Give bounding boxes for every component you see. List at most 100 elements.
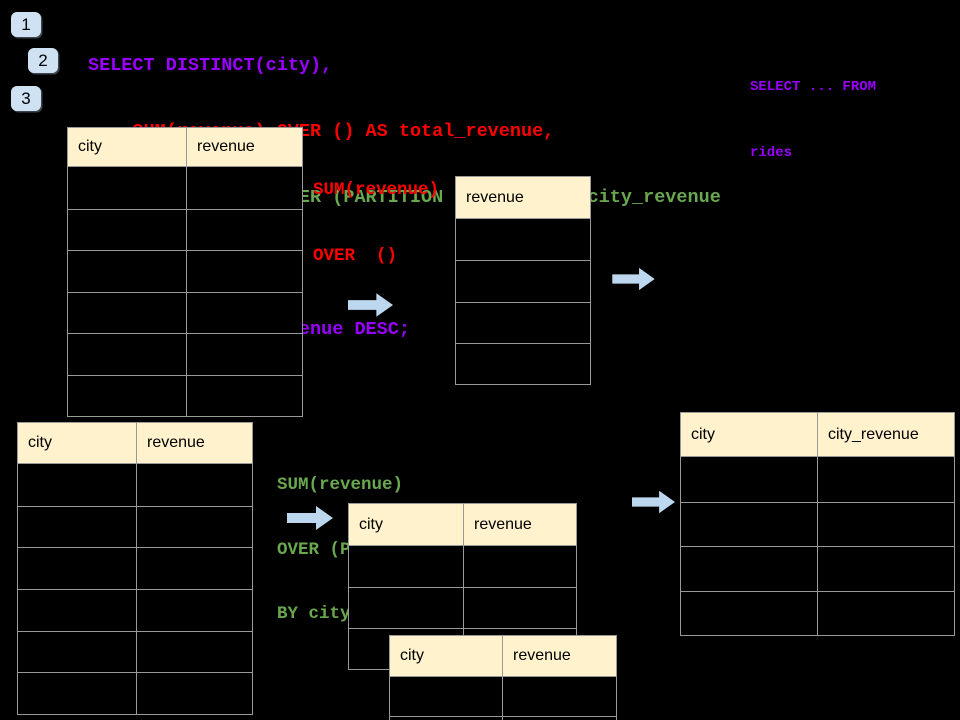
table-cell (681, 457, 818, 502)
table-row (681, 501, 954, 547)
table-row (68, 208, 302, 251)
table-row (18, 505, 252, 548)
column-header: revenue (474, 515, 532, 533)
table-header-row: city revenue (349, 504, 576, 546)
table-cell (18, 506, 137, 548)
table-row (390, 677, 616, 716)
flow-arrow-3 (287, 505, 333, 531)
table-cell (187, 334, 302, 375)
table-cell (390, 677, 503, 716)
table-cell (18, 590, 137, 631)
table-header-row: revenue (456, 177, 590, 219)
step-badge-1: 1 (11, 12, 41, 37)
table-row (18, 547, 252, 590)
table-cell (187, 210, 302, 251)
table-cell (464, 546, 576, 587)
table-cell (137, 464, 252, 506)
label-partition-line-1: SUM(revenue) (277, 475, 404, 495)
table-cell (503, 677, 616, 716)
table-row (456, 260, 590, 302)
column-header: revenue (466, 188, 524, 206)
table-row (456, 219, 590, 261)
column-header: revenue (147, 434, 205, 451)
table-cell (818, 503, 954, 547)
step-badge-2: 2 (28, 48, 58, 73)
column-header: city (68, 128, 187, 166)
table-cell (68, 375, 187, 416)
table-cell (390, 717, 503, 720)
label-partition-line-3: BY city) (277, 604, 362, 624)
table-header-row: city revenue (68, 128, 302, 167)
table-row (681, 546, 954, 591)
table-row (68, 333, 302, 375)
table-revenue-only: revenue (455, 176, 591, 386)
table-row (456, 301, 590, 343)
table-cell (681, 502, 818, 546)
table-cell (68, 292, 187, 333)
table-cell (187, 251, 302, 292)
flow-arrow-1 (348, 292, 393, 318)
table-rides-source-bottom: city revenue (17, 422, 253, 716)
table-cell (137, 673, 252, 714)
table-row (18, 672, 252, 715)
table-row (681, 590, 954, 636)
table-row (349, 546, 576, 587)
label-total-line-2: OVER () (313, 246, 398, 266)
select-from-rides-note: SELECT ... FROM rides (750, 32, 876, 208)
table-cell (18, 464, 137, 506)
table-row (456, 342, 590, 385)
column-header: revenue (513, 647, 571, 664)
table-cell (681, 547, 818, 591)
table-row (68, 291, 302, 334)
table-cell (137, 507, 252, 548)
label-total-line-1: SUM(revenue) (313, 180, 440, 200)
table-header-row: city city_revenue (681, 413, 954, 457)
table-cell (187, 376, 302, 417)
table-cell (187, 293, 302, 334)
table-cell (456, 261, 590, 301)
note-line-2: rides (750, 145, 793, 161)
label-sum-over-total: SUM(revenue) OVER () (313, 135, 439, 311)
table-row (68, 167, 302, 209)
table-cell (349, 588, 464, 628)
flow-arrow-2 (611, 267, 656, 291)
table-row (18, 630, 252, 673)
table-cell (818, 547, 954, 591)
column-header: city (681, 413, 818, 456)
step-badge-3: 3 (11, 86, 41, 111)
table-cell (137, 590, 252, 631)
table-cell (681, 591, 818, 635)
column-header: city (18, 423, 137, 463)
table-row (18, 464, 252, 506)
column-header: city_revenue (828, 425, 919, 443)
table-row (681, 457, 954, 502)
note-line-1: SELECT ... FROM (750, 79, 877, 95)
table-header-row: city revenue (390, 636, 616, 677)
table-cell (818, 592, 954, 636)
table-cell (18, 631, 137, 673)
table-row (349, 587, 576, 628)
table-row (68, 250, 302, 292)
table-city-revenue-result: city city_revenue (680, 412, 955, 636)
table-cell (137, 548, 252, 589)
table-cell (818, 457, 954, 502)
table-cell (68, 167, 187, 209)
table-cell (464, 588, 576, 628)
column-header: revenue (197, 138, 255, 155)
table-rides-source-top: city revenue (67, 127, 303, 417)
table-partition-front: city revenue (389, 635, 617, 720)
table-row (68, 374, 302, 417)
flow-arrow-4 (632, 489, 675, 515)
table-cell (456, 303, 590, 343)
table-cell (187, 167, 302, 209)
table-cell (18, 673, 137, 715)
column-header: city (390, 636, 503, 676)
sql-line-select: SELECT DISTINCT(city), (88, 55, 333, 76)
table-header-row: city revenue (18, 423, 252, 464)
table-cell (349, 546, 464, 587)
table-cell (18, 548, 137, 590)
table-cell (137, 632, 252, 673)
table-cell (68, 209, 187, 250)
column-header: city (349, 504, 464, 545)
